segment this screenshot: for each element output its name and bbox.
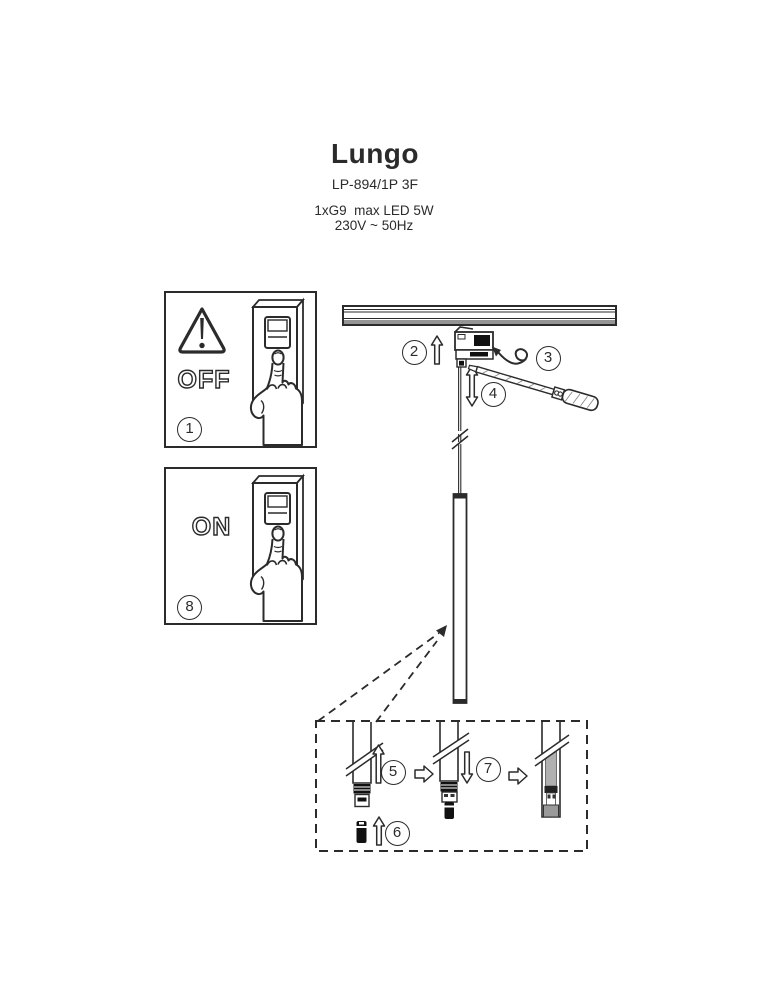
double-arrow-step4 — [465, 365, 479, 407]
pendant-tube — [452, 493, 468, 704]
up-arrow-step2 — [430, 335, 444, 365]
track-adapter — [454, 326, 494, 368]
on-label: ON — [192, 513, 232, 541]
track-rail — [342, 305, 617, 326]
warning-triangle-icon — [178, 307, 226, 354]
up-arrow-step6 — [372, 816, 386, 846]
step-2-badge: 2 — [401, 339, 427, 365]
up-arrow-step5 — [372, 744, 385, 784]
step-3-badge: 3 — [535, 345, 561, 371]
block-arrow-right-1 — [414, 765, 434, 783]
step-8-badge: 8 — [177, 595, 202, 620]
panel-switch-on: ON 8 — [164, 467, 317, 625]
step-5-badge: 5 — [380, 759, 406, 785]
tube-detail-stage-3 — [534, 722, 570, 818]
power-cable — [451, 367, 469, 494]
switch-on-illustration: ON — [191, 475, 304, 622]
step-4-badge: 4 — [480, 381, 506, 407]
zoom-leader-lines — [317, 625, 447, 723]
step-1-badge: 1 — [177, 417, 202, 442]
rotate-clockwise-arrow-icon — [492, 346, 528, 365]
spec-voltage: 230V ~ 50Hz — [334, 218, 414, 233]
tube-detail-stage-1 — [345, 722, 384, 808]
detail-box — [315, 720, 588, 852]
switch-off-illustration: OFF — [177, 299, 304, 446]
panel-switch-off: OFF 1 — [164, 291, 317, 448]
tube-detail-stage-2 — [432, 722, 470, 819]
spec-lamp: 1xG9 max LED 5W — [314, 203, 434, 218]
step-7-badge: 7 — [475, 756, 501, 782]
step-6-badge: 6 — [384, 820, 410, 846]
block-arrow-right-2 — [508, 767, 528, 785]
g9-bulb-icon — [356, 821, 367, 843]
screwdriver-icon — [467, 364, 599, 412]
off-label: OFF — [178, 366, 231, 394]
down-arrow-step7 — [460, 751, 474, 784]
product-title: Lungo — [330, 138, 420, 169]
product-model: LP-894/1P 3F — [331, 176, 419, 192]
